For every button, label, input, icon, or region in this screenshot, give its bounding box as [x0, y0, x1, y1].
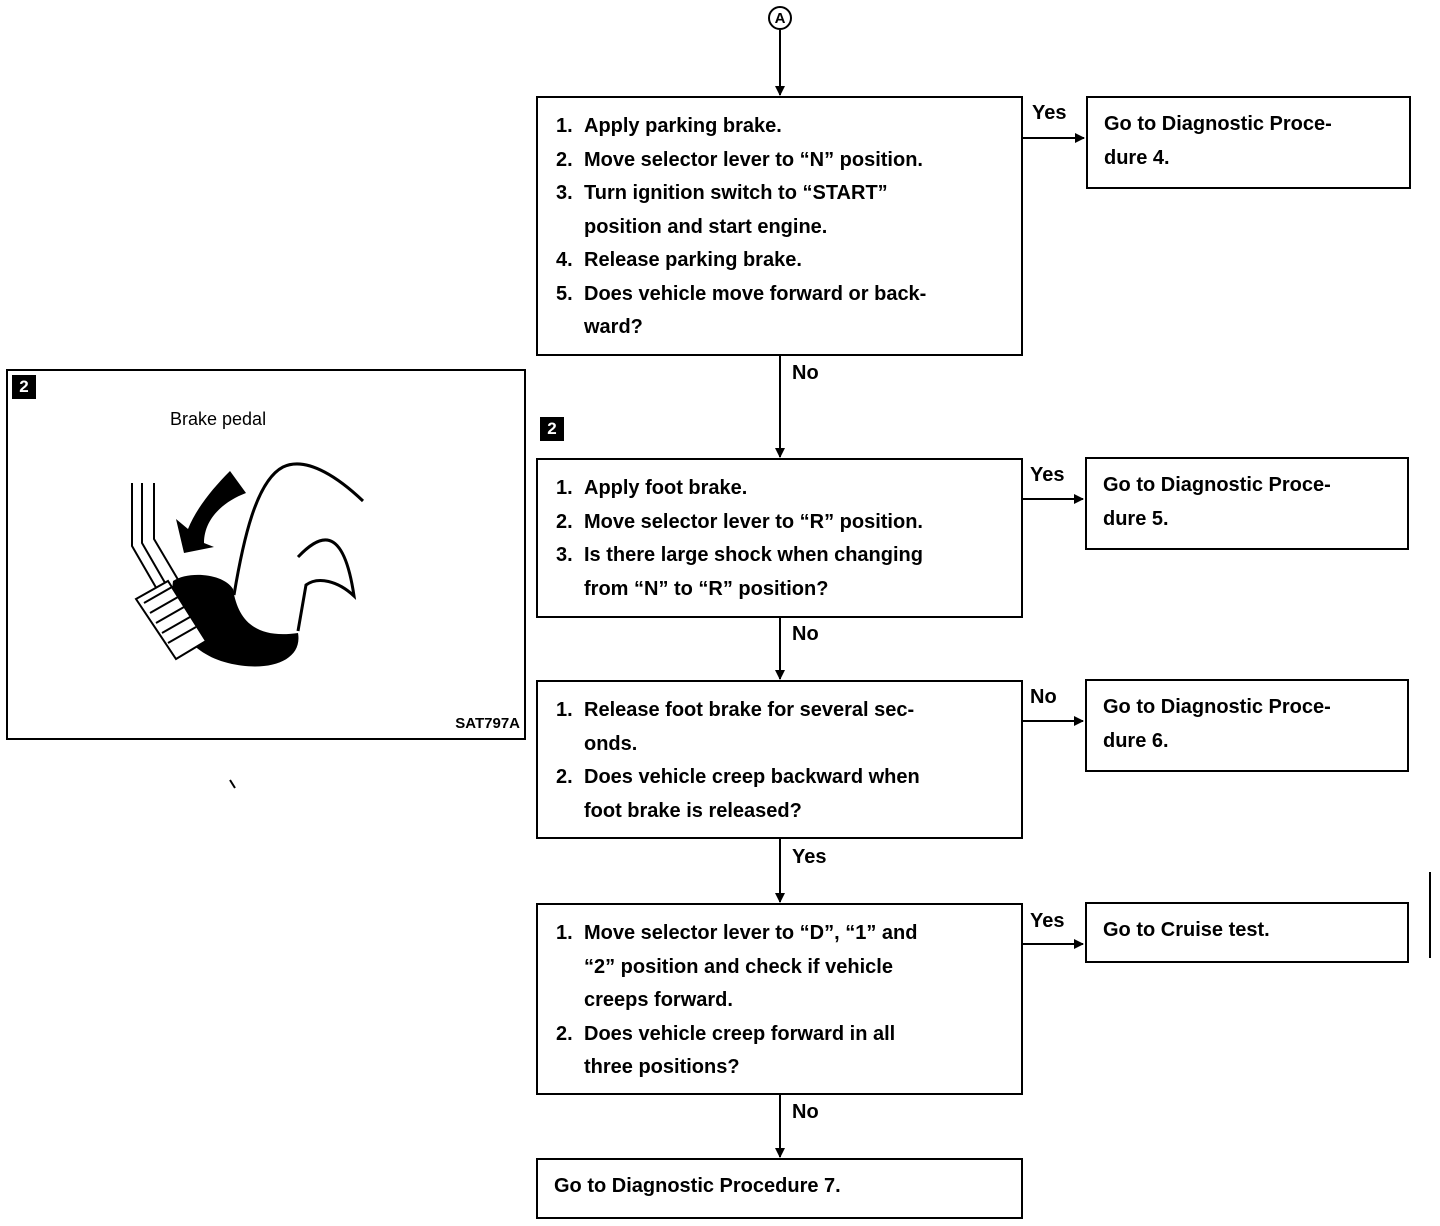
connector-circle	[768, 6, 792, 30]
result-box-2: Go to Diagnostic Proce- dure 5.	[1085, 457, 1409, 550]
step-item: 1.Release foot brake for several sec- on…	[556, 699, 915, 755]
branch-label: No	[1030, 686, 1057, 708]
step-item: 1.Move selector lever to “D”, “1” and “2…	[556, 922, 918, 1011]
step-item: 5.Does vehicle move forward or back- war…	[556, 282, 927, 339]
step-item: 2.Does vehicle creep forward in all thre…	[556, 1022, 896, 1079]
step-item: 3.Turn ignition switch to “START” positi…	[556, 182, 888, 238]
decision-box-3: 1.Release foot brake for several sec- on…	[536, 680, 1023, 839]
step-list: 1.Apply foot brake. 2.Move selector leve…	[556, 472, 1011, 606]
decision-box-1: 1.Apply parking brake. 2.Move selector l…	[536, 96, 1023, 356]
step-item: 4.Release parking brake.	[556, 249, 802, 271]
branch-label: Yes	[1030, 464, 1065, 486]
result-box-3: Go to Diagnostic Proce- dure 6.	[1085, 679, 1409, 772]
step-list: 1.Move selector lever to “D”, “1” and “2…	[556, 917, 1011, 1085]
figure-code: SAT797A	[455, 715, 520, 732]
result-box-1: Go to Diagnostic Proce- dure 4.	[1086, 96, 1411, 189]
result-text: Go to Diagnostic Proce- dure 5.	[1103, 474, 1331, 530]
decision-box-2: 1.Apply foot brake. 2.Move selector leve…	[536, 458, 1023, 618]
step-item: 3.Is there large shock when changing fro…	[556, 544, 923, 600]
brake-pedal-illustration	[131, 462, 365, 667]
connector-label: A	[774, 10, 786, 27]
brake-pedal-figure: 2 Brake pedal SAT797A	[6, 369, 526, 740]
step-item: 2.Move selector lever to “N” position.	[556, 148, 923, 171]
result-text: Go to Diagnostic Proce- dure 6.	[1103, 696, 1331, 752]
step-item: 1.Apply foot brake.	[556, 477, 748, 499]
down-label: No	[792, 1101, 819, 1123]
figure-title: Brake pedal	[170, 409, 267, 429]
result-box-4: Go to Cruise test.	[1085, 902, 1409, 963]
step-item: 1.Apply parking brake.	[556, 115, 782, 137]
down-label: No	[792, 362, 819, 384]
result-text: Go to Diagnostic Proce- dure 4.	[1104, 113, 1332, 169]
down-label: Yes	[792, 846, 827, 868]
step-badge: 2	[540, 417, 564, 441]
final-text: Go to Diagnostic Procedure 7.	[554, 1175, 841, 1197]
step-item: 2.Move selector lever to “R” position.	[556, 510, 923, 533]
final-box: Go to Diagnostic Procedure 7.	[536, 1158, 1023, 1219]
branch-label: Yes	[1032, 102, 1067, 124]
figure-badge: 2	[12, 375, 36, 399]
result-text: Go to Cruise test.	[1103, 919, 1270, 941]
step-list: 1.Release foot brake for several sec- on…	[556, 694, 1011, 828]
step-list: 1.Apply parking brake. 2.Move selector l…	[556, 110, 1011, 345]
step-item: 2.Does vehicle creep backward when foot …	[556, 766, 920, 822]
down-label: No	[792, 623, 819, 645]
branch-label: Yes	[1030, 910, 1065, 932]
decision-box-4: 1.Move selector lever to “D”, “1” and “2…	[536, 903, 1023, 1095]
page-mark	[229, 779, 236, 789]
